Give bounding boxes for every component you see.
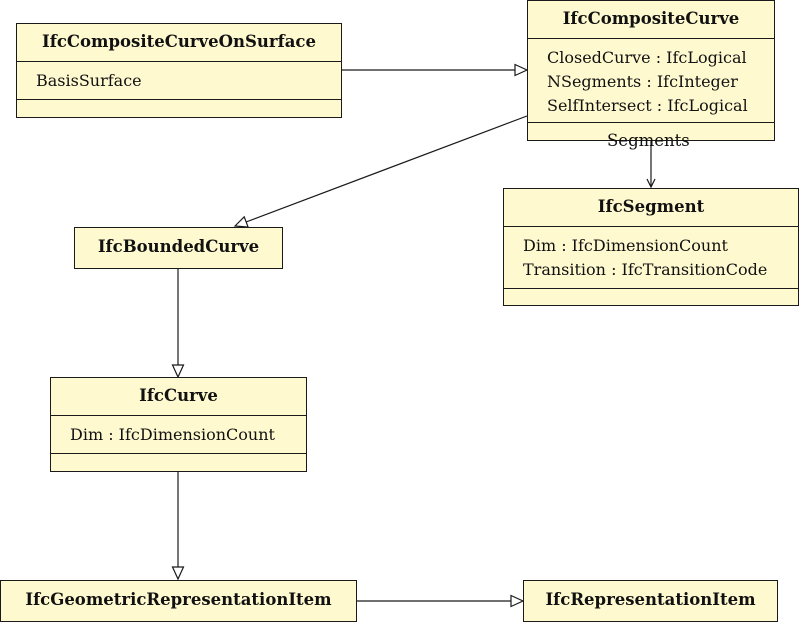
- class-name: IfcGeometricRepresentationItem: [25, 590, 332, 609]
- class-attributes: BasisSurface: [17, 61, 341, 99]
- attribute: Dim : IfcDimensionCount: [70, 425, 275, 444]
- class-attributes: ClosedCurve : IfcLogical NSegments : Ifc…: [528, 38, 774, 122]
- class-operations: [528, 122, 774, 140]
- class-name: IfcCurve: [139, 386, 218, 405]
- attribute: BasisSurface: [36, 71, 142, 90]
- attribute: NSegments : IfcInteger: [547, 72, 738, 91]
- generalization-arrowhead: [171, 566, 185, 581]
- class-ifc-composite-curve: IfcCompositeCurve ClosedCurve : IfcLogic…: [527, 0, 775, 141]
- class-ifc-composite-curve-on-surface: IfcCompositeCurveOnSurface BasisSurface: [16, 23, 342, 118]
- attribute: Transition : IfcTransitionCode: [523, 260, 768, 279]
- class-name: IfcRepresentationItem: [545, 590, 756, 609]
- generalization-arrowhead: [510, 594, 525, 608]
- class-operations: [504, 288, 798, 305]
- generalization-arrowhead: [171, 364, 185, 379]
- attribute: SelfIntersect : IfcLogical: [547, 96, 748, 115]
- class-ifc-representation-item: IfcRepresentationItem: [523, 580, 778, 622]
- class-name: IfcSegment: [597, 197, 705, 216]
- generalization-line: [245, 115, 528, 223]
- generalization-arrowhead: [233, 215, 249, 228]
- association-arrowhead: [646, 178, 656, 189]
- attribute: ClosedCurve : IfcLogical: [547, 48, 747, 67]
- attribute: Dim : IfcDimensionCount: [523, 236, 728, 255]
- class-operations: [51, 453, 306, 471]
- class-ifc-geometric-representation-item: IfcGeometricRepresentationItem: [0, 580, 357, 622]
- class-ifc-segment: IfcSegment Dim : IfcDimensionCount Trans…: [503, 188, 799, 306]
- class-attributes: Dim : IfcDimensionCount: [51, 415, 306, 453]
- class-operations: [17, 99, 341, 117]
- association-role-label: Segments: [607, 131, 690, 150]
- class-name: IfcBoundedCurve: [97, 237, 260, 256]
- class-name: IfcCompositeCurveOnSurface: [42, 32, 316, 51]
- class-attributes: Dim : IfcDimensionCount Transition : Ifc…: [504, 226, 798, 288]
- class-ifc-bounded-curve: IfcBoundedCurve: [74, 227, 283, 269]
- generalization-arrowhead: [514, 63, 529, 77]
- class-name: IfcCompositeCurve: [562, 9, 740, 28]
- class-ifc-curve: IfcCurve Dim : IfcDimensionCount: [50, 377, 307, 472]
